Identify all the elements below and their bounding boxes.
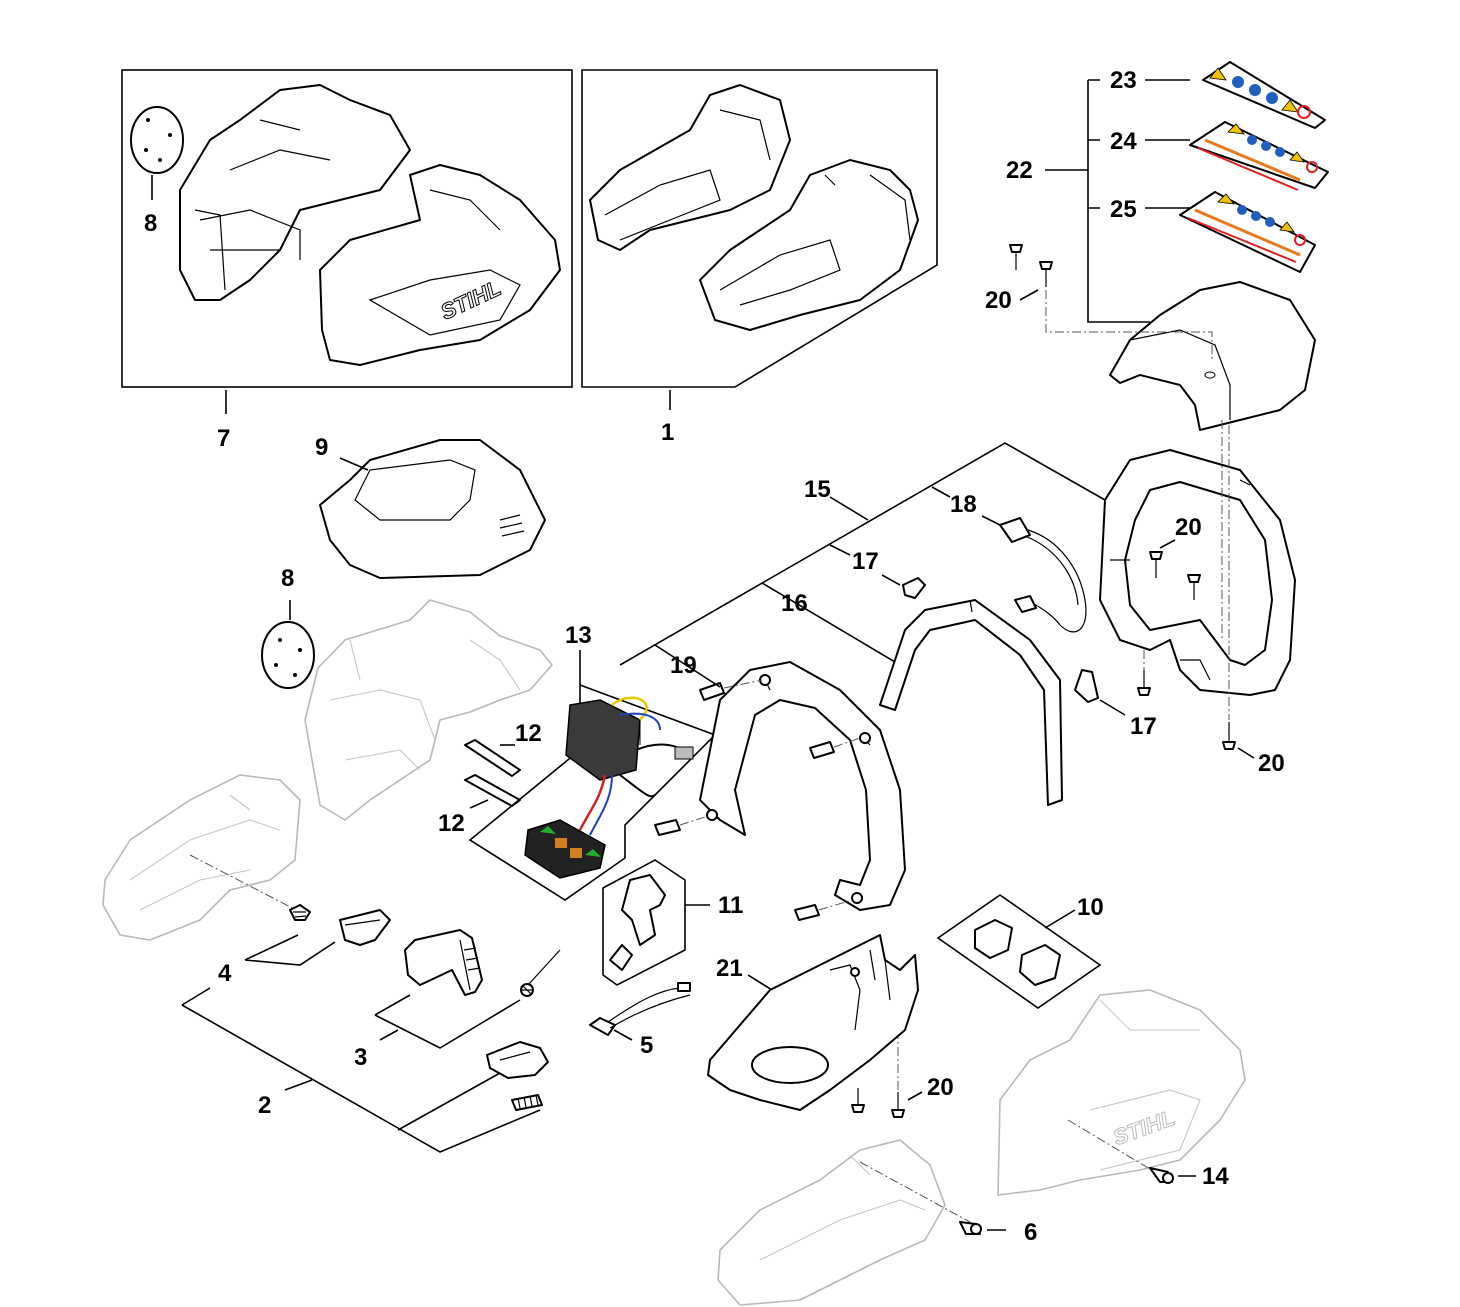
callout-12-lower: 12	[438, 810, 465, 837]
callout-14: 14	[1202, 1163, 1229, 1190]
assembly-bracket-15	[619, 442, 1106, 688]
washer-part-8-top	[130, 106, 184, 200]
screw-20-frame-a	[1149, 539, 1176, 578]
switch-box-11	[602, 859, 710, 986]
callout-8-mid: 8	[281, 565, 294, 592]
callout-18: 18	[950, 491, 977, 518]
callout-1: 1	[661, 419, 674, 446]
callout-20-right: 20	[1258, 750, 1285, 777]
ghost-cover-bottom	[717, 1139, 971, 1306]
callout-24: 24	[1110, 128, 1137, 155]
callout-13: 13	[565, 622, 592, 649]
callout-4: 4	[218, 960, 232, 987]
callout-labels: 1 2 3 4 5 6 7 8 8 9 10 11 12 12 13 14 15…	[144, 67, 1285, 1246]
callout-8-top: 8	[144, 210, 157, 237]
switch-block	[524, 819, 606, 879]
clip-17-upper	[881, 574, 926, 599]
cover-part-9	[319, 439, 546, 579]
spring-part-4	[289, 904, 311, 921]
ghost-housing-left	[304, 599, 553, 821]
bracket-22	[1045, 79, 1190, 323]
callout-10: 10	[1077, 894, 1104, 921]
screw-20-top-a	[1009, 244, 1023, 270]
lever-part-4	[339, 909, 391, 946]
handle-half-left	[589, 84, 791, 251]
callout-12-upper: 12	[515, 720, 542, 747]
callout-20-frame: 20	[1175, 514, 1202, 541]
screw-20-top-b	[1019, 261, 1213, 360]
screw-20-frame-b	[1187, 574, 1201, 600]
spring-part-2	[511, 1094, 543, 1111]
callout-21: 21	[716, 955, 743, 982]
bracket-2	[181, 987, 541, 1153]
callout-15: 15	[804, 476, 831, 503]
callout-19: 19	[670, 652, 697, 679]
rear-handle-frame	[1099, 449, 1296, 696]
decal-24	[1189, 121, 1329, 191]
handle-half-right	[699, 159, 919, 331]
callout-7: 7	[217, 425, 230, 452]
clip-17-lower	[1074, 669, 1126, 716]
bracket-4	[244, 934, 336, 966]
callout-16: 16	[781, 590, 808, 617]
decal-25	[1179, 191, 1316, 273]
screw-19-b	[809, 737, 861, 759]
screw-20-frame-c	[1137, 650, 1151, 696]
screw-6	[959, 1221, 1006, 1235]
screw-20-frame-d	[1221, 420, 1255, 759]
callout-6: 6	[1024, 1219, 1037, 1246]
callout-5: 5	[640, 1032, 653, 1059]
coil-spring-3	[520, 949, 561, 997]
cable-part-5	[589, 982, 691, 1041]
handle-tube-16	[699, 661, 906, 911]
callout-9: 9	[315, 434, 328, 461]
callout-20-cover: 20	[927, 1074, 954, 1101]
electronics-box-13	[468, 650, 717, 901]
callout-23: 23	[1110, 67, 1137, 94]
assembly-box-1	[581, 69, 938, 410]
callout-20-top: 20	[985, 287, 1012, 314]
housing-shell-right: STIHL	[319, 164, 561, 366]
decal-23	[1202, 61, 1326, 129]
housing-shell-left	[179, 84, 411, 301]
rear-cap	[1109, 281, 1316, 431]
screw-19-d	[794, 899, 853, 921]
ghost-handle-half	[102, 774, 301, 941]
screw-19-a	[699, 679, 763, 701]
screw-19-c	[654, 815, 709, 836]
washer-part-8-mid	[261, 600, 315, 689]
bracket-3	[374, 994, 521, 1049]
assembly-box-7	[121, 69, 573, 414]
callout-17-upper: 17	[852, 548, 879, 575]
lockout-part-2	[486, 1041, 549, 1079]
screw-20-cover-a	[851, 1088, 865, 1113]
callout-22: 22	[1006, 157, 1033, 184]
callout-3: 3	[354, 1044, 367, 1071]
callout-11: 11	[718, 892, 743, 919]
lower-cover-21	[707, 934, 919, 1111]
pads-box-10	[936, 894, 1102, 1009]
callout-2: 2	[258, 1092, 271, 1119]
ghost-housing-right: STIHL	[997, 989, 1246, 1196]
screw-20-cover-b	[891, 1030, 923, 1118]
cable-part-18	[981, 515, 1087, 633]
callout-25: 25	[1110, 196, 1137, 223]
strip-part-12-lower	[464, 774, 521, 809]
callout-17-lower: 17	[1130, 713, 1157, 740]
screw-14	[1149, 1167, 1196, 1184]
bent-bar	[879, 599, 1063, 806]
strip-part-12-upper	[464, 739, 521, 777]
trigger-part-3	[404, 929, 483, 996]
control-board	[565, 696, 694, 836]
